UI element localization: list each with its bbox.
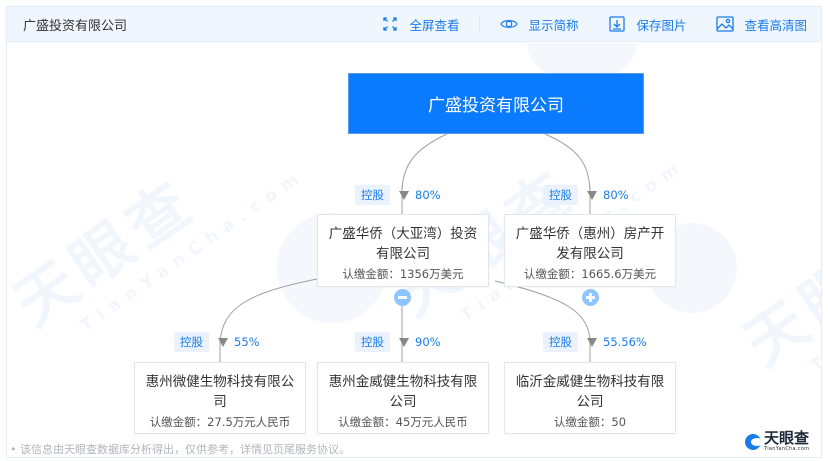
relation-label: 控股 (355, 332, 390, 352)
minus-icon (398, 296, 407, 299)
subscribed-amount: 认缴金额：1356万美元 (342, 267, 464, 281)
company-node[interactable]: 广盛华侨（惠州）房产开发有限公司 认缴金额：1665.6万美元 (504, 214, 676, 287)
relation-label: 控股 (543, 185, 578, 205)
brand-logo: 天眼查 TianYanCha.com (745, 431, 809, 452)
image-icon (716, 15, 735, 33)
header-bar: 广盛投资有限公司 全屏查看 显示简称 保 (6, 6, 822, 42)
equity-tree-canvas[interactable]: 天眼查 TianYanCha.com 天眼查 TianYanCha.com 天眼… (7, 43, 821, 438)
company-name: 临沂金威健生物科技有限公司 (515, 374, 665, 410)
logo-subtext: TianYanCha.com (764, 446, 810, 452)
collapse-toggle[interactable] (394, 289, 411, 306)
expand-toggle[interactable] (582, 289, 599, 306)
connector-l1-to-l2-left (219, 278, 318, 344)
relation-label: 控股 (174, 332, 209, 352)
company-node[interactable]: 广盛华侨（大亚湾）投资有限公司 认缴金额：1356万美元 (317, 214, 489, 287)
show-abbreviation-button[interactable]: 显示简称 (500, 15, 578, 34)
toolbar-divider (479, 17, 481, 31)
arrow-down-icon (587, 190, 597, 200)
company-node[interactable]: 惠州微健生物科技有限公司 认缴金额：27.5万元人民币 (134, 362, 306, 434)
share-percent: 80% (415, 188, 441, 202)
connector-root-l1-left (401, 133, 448, 194)
arrow-down-icon (218, 337, 228, 347)
fullscreen-label: 全屏查看 (409, 17, 460, 33)
company-node[interactable]: 惠州金威健生物科技有限公司 认缴金额：45万元人民币 (317, 362, 489, 434)
subscribed-amount: 认缴金额：27.5万元人民币 (149, 415, 291, 429)
company-name: 惠州金威健生物科技有限公司 (328, 374, 478, 410)
relation-label: 控股 (543, 332, 578, 352)
share-percent: 90% (415, 335, 441, 349)
arrow-down-icon (399, 337, 409, 347)
company-node[interactable]: 临沂金威健生物科技有限公司 认缴金额：50 (504, 362, 676, 434)
header-title: 广盛投资有限公司 (23, 18, 128, 34)
toolbar: 全屏查看 显示简称 保存图片 查看高 (351, 7, 807, 41)
share-percent: 55% (234, 335, 260, 349)
disclaimer-note: • 该信息由天眼查数据库分析得出，仅供参考，详情见页尾服务协议。 (10, 443, 350, 456)
relation-label: 控股 (355, 185, 390, 205)
relation-tag: 控股 80% (543, 185, 629, 205)
company-name: 惠州微健生物科技有限公司 (145, 374, 295, 410)
relation-tag: 控股 55.56% (543, 332, 647, 352)
download-icon (608, 15, 626, 33)
connector-root-l1-right (544, 133, 591, 194)
share-percent: 55.56% (603, 335, 647, 349)
subscribed-amount: 认缴金额：50 (553, 415, 627, 429)
view-hd-label: 查看高清图 (744, 17, 807, 33)
logo-icon (745, 433, 761, 450)
show-abbreviation-label: 显示简称 (528, 17, 579, 33)
subscribed-amount: 认缴金额：1665.6万美元 (523, 267, 657, 281)
relation-tag: 控股 80% (355, 185, 441, 205)
logo-text: 天眼查 (764, 429, 810, 447)
share-percent: 80% (603, 188, 629, 202)
root-company-node[interactable]: 广盛投资有限公司 (348, 73, 644, 134)
eye-icon (500, 15, 519, 33)
root-company-name: 广盛投资有限公司 (428, 96, 564, 116)
view-hd-button[interactable]: 查看高清图 (716, 15, 807, 34)
fullscreen-icon (381, 15, 399, 33)
fullscreen-button[interactable]: 全屏查看 (381, 15, 459, 34)
relation-tag: 控股 90% (355, 332, 441, 352)
company-name: 广盛华侨（大亚湾）投资有限公司 (328, 226, 478, 262)
company-name: 广盛华侨（惠州）房产开发有限公司 (515, 226, 665, 262)
arrow-down-icon (399, 190, 409, 200)
relation-tag: 控股 55% (174, 332, 260, 352)
subscribed-amount: 认缴金额：45万元人民币 (338, 415, 468, 429)
arrow-down-icon (587, 337, 597, 347)
save-image-label: 保存图片 (636, 17, 687, 33)
save-image-button[interactable]: 保存图片 (608, 15, 686, 34)
